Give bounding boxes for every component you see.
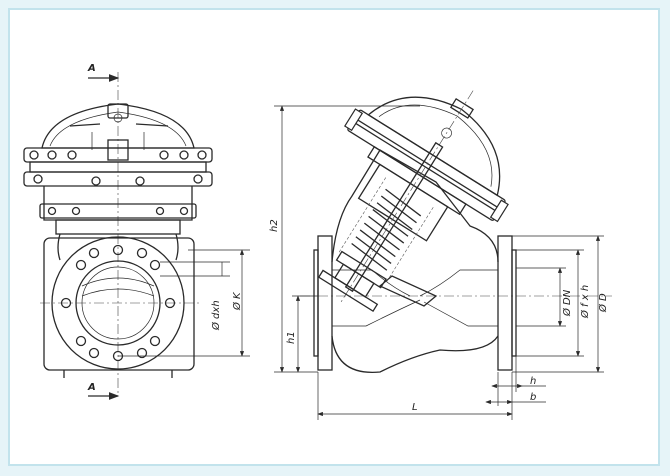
dim-outer-diameter: Ø D [597, 293, 609, 313]
end-view: A A Ø dxh Ø K [23, 63, 250, 400]
side-section-view: h2 h1 L h b Ø DN Ø f x h Ø D [269, 90, 612, 420]
body-bolts [47, 206, 189, 216]
dim-height-axis: h1 [286, 331, 297, 344]
dim-face-height: h [530, 376, 536, 387]
section-marker-top: A [87, 63, 96, 74]
spring [351, 188, 422, 271]
dim-bolt-circle: Ø K [231, 291, 243, 311]
section-marker-bottom: A [87, 382, 96, 393]
dim-bolt-holes: Ø dxh [210, 300, 222, 331]
actuator-assembly [317, 90, 509, 313]
dim-length: L [412, 402, 418, 413]
dim-raised-face: Ø f x h [579, 285, 591, 319]
cover-bolts [29, 150, 207, 186]
dim-height-total: h2 [269, 219, 280, 232]
dim-nominal-diameter: Ø DN [561, 289, 573, 317]
dim-flange-thickness: b [530, 392, 536, 403]
